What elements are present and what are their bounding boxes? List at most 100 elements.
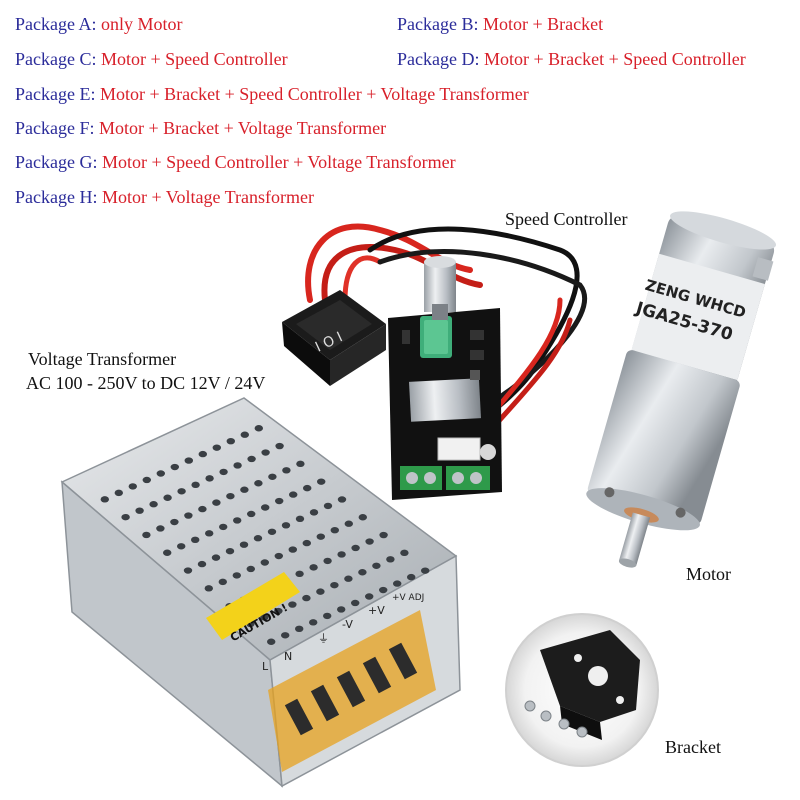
terminal-ground: ⏚	[318, 632, 329, 645]
package-f: Package F: Motor + Bracket + Voltage Tra…	[15, 117, 386, 139]
vent-hole	[337, 551, 346, 558]
vent-hole	[316, 533, 325, 540]
vent-hole	[316, 588, 325, 595]
package-value: only Motor	[100, 14, 183, 34]
caption-motor: Motor	[686, 564, 731, 584]
vent-hole	[191, 536, 200, 544]
vent-hole	[149, 501, 158, 508]
vent-hole	[247, 455, 256, 463]
package-key: Package F:	[15, 118, 95, 138]
vent-hole	[233, 517, 242, 524]
vent-hole	[261, 449, 270, 456]
terminal-n: N	[284, 650, 292, 663]
vent-hole	[225, 547, 235, 555]
package-value: Motor + Bracket + Speed Controller	[483, 49, 746, 69]
vent-hole	[295, 515, 305, 523]
vent-hole	[386, 556, 395, 563]
vent-hole	[281, 522, 291, 529]
vent-hole	[142, 476, 151, 484]
package-value: Motor + Bracket + Voltage Transformer	[98, 118, 387, 138]
vent-hole	[205, 530, 214, 537]
vent-hole	[288, 601, 297, 608]
vent-hole	[135, 507, 144, 514]
vent-hole	[254, 480, 263, 487]
vent-hole	[170, 463, 179, 471]
vent-hole	[358, 514, 367, 521]
vent-hole	[226, 437, 235, 445]
vent-hole	[323, 612, 332, 620]
vent-hole	[219, 523, 228, 531]
package-value: Motor + Bracket	[482, 14, 604, 34]
vent-hole	[365, 538, 374, 545]
bracket-inset	[505, 613, 659, 767]
rocker-switch: I O I	[282, 290, 386, 386]
vent-hole	[400, 549, 409, 557]
controller-pcb	[388, 256, 502, 500]
vent-hole	[198, 450, 207, 458]
package-h: Package H: Motor + Voltage Transformer	[15, 186, 314, 208]
package-key: Package C:	[15, 49, 97, 69]
vent-hole	[274, 607, 283, 615]
vent-hole	[254, 425, 263, 432]
vent-hole	[317, 478, 326, 485]
vent-hole	[268, 473, 277, 480]
terminal-pos: +V	[368, 604, 385, 617]
package-key: Package G:	[15, 152, 98, 172]
vent-hole	[302, 539, 311, 547]
vent-hole	[344, 520, 353, 527]
vent-hole	[337, 496, 347, 503]
vent-hole	[295, 625, 304, 633]
caption-bracket: Bracket	[665, 737, 721, 757]
vent-hole	[323, 502, 333, 510]
vent-hole	[183, 567, 193, 574]
vent-hole	[303, 484, 312, 492]
vent-hole	[198, 505, 207, 513]
vent-hole	[275, 442, 284, 450]
vent-hole	[204, 585, 213, 592]
vent-hole	[302, 594, 311, 602]
vent-hole	[295, 570, 304, 578]
vent-hole	[309, 564, 318, 571]
vent-hole	[309, 619, 318, 626]
vent-hole	[212, 444, 221, 451]
vent-hole	[379, 586, 388, 594]
vent-hole	[163, 549, 172, 556]
vent-hole	[205, 475, 214, 482]
vent-hole	[121, 513, 130, 521]
package-value: Motor + Bracket + Speed Controller + Vol…	[99, 84, 529, 104]
package-key: Package A:	[15, 14, 97, 34]
vent-hole	[260, 614, 269, 621]
vent-hole	[281, 632, 290, 639]
vent-hole	[163, 494, 172, 501]
vent-hole	[288, 546, 297, 553]
vent-hole	[379, 531, 388, 539]
vent-hole	[358, 569, 367, 576]
vent-hole	[240, 431, 249, 438]
vent-hole	[128, 483, 137, 490]
vent-hole	[260, 559, 269, 566]
vent-hole	[142, 531, 151, 539]
vent-hole	[239, 541, 249, 548]
vent-hole	[226, 492, 235, 500]
vent-hole	[351, 544, 360, 552]
vent-hole	[296, 460, 305, 468]
terminal-labels: L N ⏚ -V +V +V ADJ	[262, 593, 424, 673]
vent-hole	[309, 509, 319, 516]
terminal-screws	[284, 642, 418, 736]
gear-motor: ZENG WHCD JGA25-370	[586, 211, 777, 568]
vent-hole	[177, 488, 186, 495]
vent-hole	[282, 467, 291, 474]
vent-hole	[184, 512, 193, 519]
vent-hole	[219, 468, 228, 476]
package-value: Motor + Speed Controller + Voltage Trans…	[101, 152, 456, 172]
vent-hole	[323, 557, 332, 565]
vent-hole	[365, 593, 374, 600]
vent-hole	[261, 504, 270, 511]
vent-hole	[240, 486, 249, 493]
terminal-neg: -V	[342, 618, 353, 631]
vent-hole	[330, 581, 339, 589]
package-g: Package G: Motor + Speed Controller + Vo…	[15, 151, 456, 173]
package-a: Package A: only Motor	[15, 13, 183, 35]
vent-hole	[156, 470, 165, 477]
vent-hole	[100, 496, 110, 503]
